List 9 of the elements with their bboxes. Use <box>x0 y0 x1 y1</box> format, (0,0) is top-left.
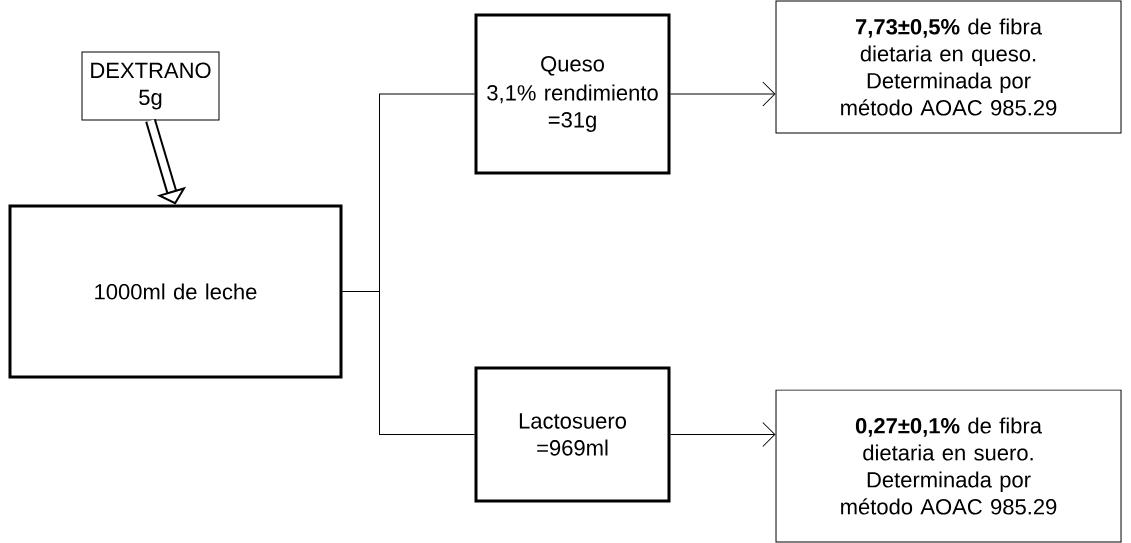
process-box: 1000ml de leche <box>8 204 343 379</box>
result-box: 0,27±0,1% de fibra dietaria en suero. Determinada por método AOAC 985.29 <box>775 389 1122 543</box>
input-box: DEXTRANO 5g <box>81 51 220 121</box>
result-box: 7,73±0,5% de fibra dietaria en queso. Determinada por método AOAC 985.29 <box>775 0 1122 134</box>
arrow <box>145 118 187 205</box>
product-box: Queso 3,1% rendimiento =31g <box>474 13 671 175</box>
arrow <box>670 422 776 447</box>
arrow <box>670 81 776 107</box>
product-box: Lactosuero =969ml <box>474 366 671 503</box>
